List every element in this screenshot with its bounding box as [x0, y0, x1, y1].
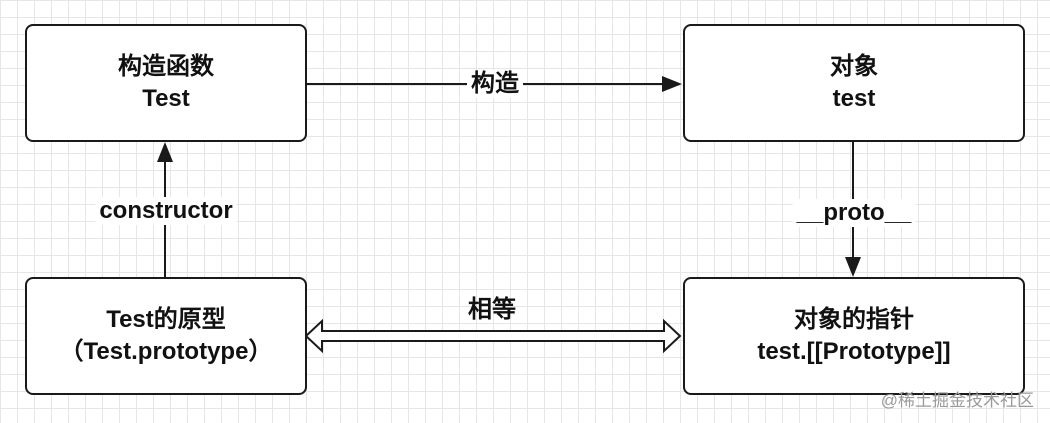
constructor-function-name: Test: [142, 85, 190, 112]
constructor-edge-label: constructor: [95, 197, 237, 225]
object-node: 对象 test: [683, 24, 1025, 142]
equal-double-arrow: [304, 318, 682, 354]
prototype-title: Test的原型: [106, 306, 226, 333]
object-pointer-node: 对象的指针 test.[[Prototype]]: [683, 277, 1025, 395]
construct-edge-label: 构造: [467, 70, 523, 98]
prototype-name: （Test.prototype）: [59, 338, 273, 365]
watermark: @稀土掘金技术社区: [880, 391, 1034, 410]
object-pointer-title: 对象的指针: [794, 306, 914, 333]
proto-edge-label: __proto__: [792, 199, 916, 227]
constructor-function-node: 构造函数 Test: [25, 24, 307, 142]
construct-arrowhead: [662, 76, 682, 92]
object-name: test: [832, 85, 876, 112]
prototype-node: Test的原型 （Test.prototype）: [25, 277, 307, 395]
proto-arrowhead: [845, 257, 861, 277]
object-pointer-name: test.[[Prototype]]: [757, 338, 951, 365]
constructor-function-title: 构造函数: [118, 53, 214, 80]
object-title: 对象: [830, 53, 878, 80]
constructor-arrowhead: [157, 142, 173, 162]
equal-edge-label: 相等: [468, 296, 516, 323]
